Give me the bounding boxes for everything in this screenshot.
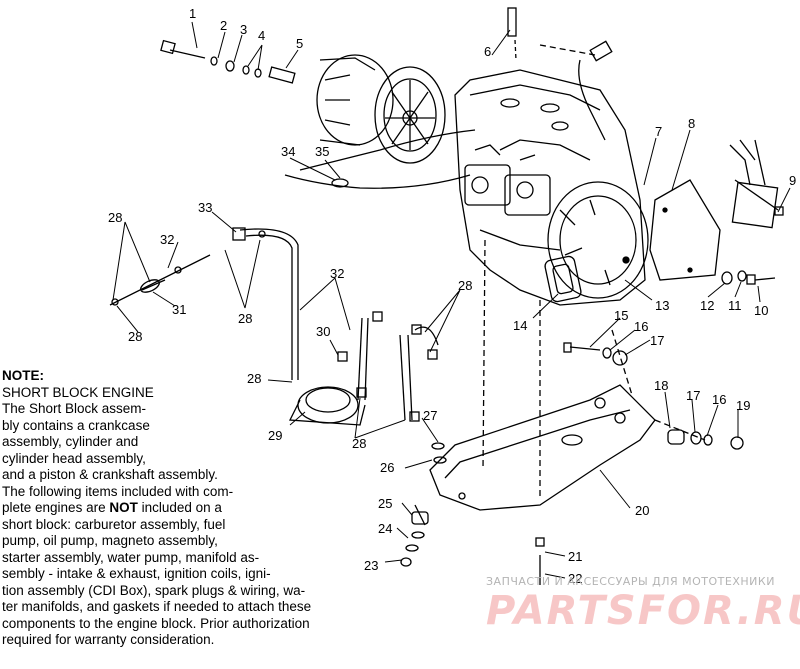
drive-clutch (316, 54, 446, 164)
right-hardware (563, 179, 784, 450)
callout-9: 9 (789, 173, 796, 188)
callout-28c: 28 (238, 311, 252, 326)
callout-34: 34 (281, 144, 295, 159)
callout-28f: 28 (458, 278, 472, 293)
note-subheading: SHORT BLOCK ENGINE (2, 384, 154, 400)
callout-28e: 28 (352, 436, 366, 451)
note-line: and a piston & crankshaft assembly. (2, 467, 218, 482)
callout-15: 15 (614, 308, 628, 323)
fuel-line-assembly (109, 254, 211, 306)
dashed-centerlines (482, 239, 706, 500)
callout-19: 19 (736, 398, 750, 413)
shield-bracket (649, 179, 721, 281)
callout-26: 26 (380, 460, 394, 475)
note-line: components to the engine block. Prior au… (2, 615, 310, 631)
note-line: plete engines are NOT included on a (2, 500, 374, 517)
callout-1: 1 (189, 6, 196, 21)
watermark-brand: PARTSFOR.RU (486, 588, 800, 634)
note-line-part: included on a (141, 500, 222, 515)
callout-28d: 28 (247, 371, 261, 386)
callout-4: 4 (258, 28, 265, 43)
watermark-tagline: ЗАПЧАСТИ И АКСЕССУАРЫ ДЛЯ МОТОТЕХНИКИ (486, 575, 775, 588)
callout-30: 30 (316, 324, 330, 339)
mount-hardware (400, 442, 545, 585)
callout-28b: 28 (128, 329, 142, 344)
cdi-box (729, 139, 779, 229)
callout-6: 6 (484, 44, 491, 59)
callout-labels: 1 2 3 4 5 6 7 8 9 10 11 12 13 14 15 16 1… (108, 6, 796, 586)
leader-lines (112, 21, 791, 579)
note-line: The following items included with com- (2, 483, 234, 499)
callout-3: 3 (240, 22, 247, 37)
note-line: ter manifolds, and gaskets if needed to … (2, 599, 312, 614)
recoil-starter (544, 255, 582, 303)
callout-7: 7 (655, 124, 662, 139)
callout-24: 24 (378, 521, 392, 536)
bolt-assembly (160, 39, 296, 84)
callout-25: 25 (378, 496, 392, 511)
callout-32b: 32 (330, 266, 344, 281)
note-line: assembly, cylinder and (2, 434, 139, 449)
callout-13: 13 (655, 298, 669, 313)
callout-31: 31 (172, 302, 186, 317)
callout-14: 14 (513, 318, 527, 333)
callout-18: 18 (654, 378, 668, 393)
callout-22: 22 (568, 571, 582, 586)
note-line: short block: carburetor assembly, fuel (2, 516, 226, 532)
note-line: starter assembly, water pump, manifold a… (2, 549, 260, 565)
callout-12: 12 (700, 298, 714, 313)
short-block-note: NOTE: SHORT BLOCK ENGINE The Short Block… (2, 368, 374, 649)
callout-32a: 32 (160, 232, 174, 247)
note-line: tion assembly (CDI Box), spark plugs & w… (2, 582, 306, 598)
note-heading: NOTE: (2, 368, 44, 383)
engine-block (454, 69, 646, 306)
cables (284, 129, 476, 189)
magneto-cover (547, 181, 649, 299)
callout-16: 16 (634, 319, 648, 334)
callout-35: 35 (315, 144, 329, 159)
callout-10: 10 (754, 303, 768, 318)
callout-8: 8 (688, 116, 695, 131)
callout-17: 17 (650, 333, 664, 348)
callout-28a: 28 (108, 210, 122, 225)
callout-16b: 16 (712, 392, 726, 407)
engine-plate (429, 384, 656, 511)
callout-33: 33 (198, 200, 212, 215)
note-line: required for warranty consideration. (2, 632, 215, 647)
note-emphasis: NOT (109, 500, 138, 515)
callout-20: 20 (635, 503, 649, 518)
callout-27: 27 (423, 408, 437, 423)
note-line: sembly - intake & exhaust, ignition coil… (2, 566, 271, 581)
note-line: cylinder head assembly, (2, 450, 146, 466)
callout-2: 2 (220, 18, 227, 33)
callout-21: 21 (568, 549, 582, 564)
callout-5: 5 (296, 36, 303, 51)
spark-plug (507, 7, 613, 141)
callout-23: 23 (364, 558, 378, 573)
note-line-part: plete engines are (2, 500, 106, 515)
note-line: pump, oil pump, magneto assembly, (2, 533, 218, 548)
carburetors (464, 144, 551, 216)
callout-11: 11 (728, 298, 742, 313)
note-line: bly contains a crankcase (2, 417, 150, 433)
callout-29: 29 (268, 428, 282, 443)
note-line: The Short Block assem- (2, 401, 147, 416)
fuel-pump (288, 386, 366, 426)
oil-line (232, 227, 299, 380)
callout-17b: 17 (686, 388, 700, 403)
